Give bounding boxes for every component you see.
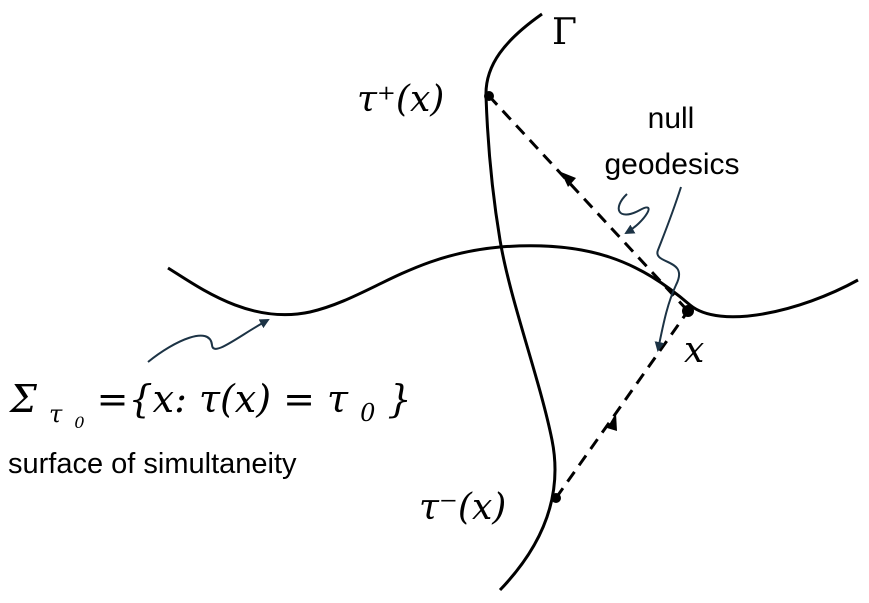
null-label-line1: null [648, 102, 695, 135]
sigma-definition: Σ τ 0 ={x: τ(x) = τ 0 } [8, 377, 412, 437]
surface-of-simultaneity-curve [167, 244, 859, 319]
point-x [682, 305, 694, 317]
tau-minus-label: τ⁻(x) [419, 487, 506, 528]
sigma-symbol: Σ [8, 377, 38, 421]
gamma-label: Γ [552, 12, 577, 53]
sigma-equation-subscript: 0 [360, 399, 375, 427]
point-tau-plus [484, 91, 494, 101]
squiggle-arrow-x [654, 186, 682, 352]
sigma-subsubscript: 0 [74, 413, 84, 432]
tau-plus-label: τ⁺(x) [357, 79, 444, 120]
point-tau-minus [551, 493, 561, 503]
null-label-line2: geodesics [604, 148, 739, 181]
surface-label: surface of simultaneity [8, 448, 297, 480]
null-geodesic-past [554, 310, 690, 499]
sigma-subscript: τ [49, 400, 63, 428]
worldline-gamma [484, 12, 557, 592]
sigma-equation: ={x: τ(x) = τ [97, 377, 349, 421]
point-x-label: x [684, 330, 704, 371]
squiggle-arrow-future [617, 193, 650, 235]
future-geodesic-arrowhead [561, 172, 576, 187]
sigma-close-brace: } [388, 377, 412, 421]
squiggle-arrow-surface [147, 319, 270, 363]
null-geodesic-future [487, 94, 690, 313]
past-geodesic-arrowhead [607, 413, 617, 431]
